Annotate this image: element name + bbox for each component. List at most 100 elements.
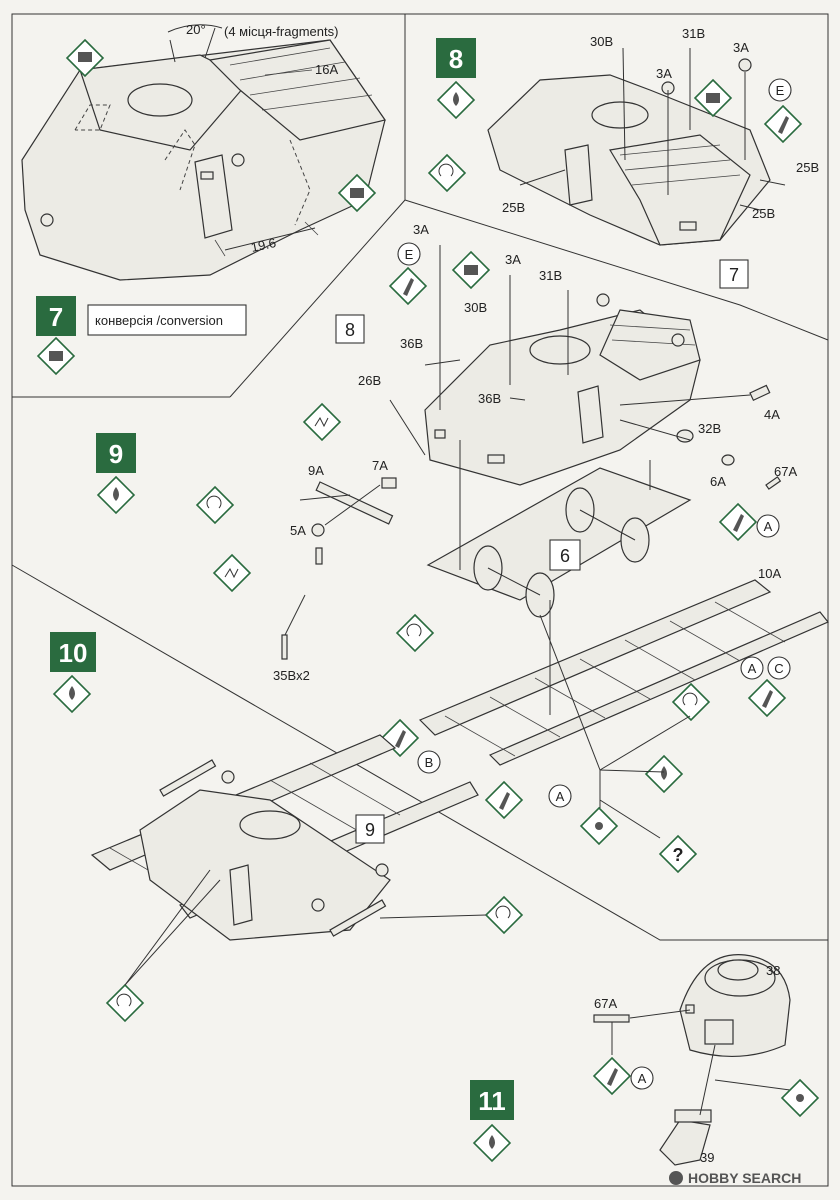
paint-code-badge	[397, 242, 421, 266]
cut-icon	[693, 78, 733, 118]
paint-code-badge	[767, 656, 791, 680]
step-10-section: 10 9	[50, 632, 524, 1023]
part-5a: 5A	[290, 523, 306, 538]
part-32b: 32B	[698, 421, 721, 436]
arrow-lines	[519, 47, 786, 211]
ref-box	[549, 539, 581, 571]
rotate-icon	[105, 983, 145, 1023]
ref-step-7: 7	[729, 265, 739, 285]
ref-step-9: 9	[365, 820, 375, 840]
decal-icon	[780, 1078, 820, 1118]
ref-box	[355, 814, 385, 844]
part-38: 38	[766, 963, 780, 978]
arrow-lines	[124, 869, 487, 986]
paint-code-e: E	[776, 83, 785, 98]
arrow-lines	[284, 245, 751, 715]
part-26b: 26B	[358, 373, 381, 388]
glue-icon	[644, 754, 684, 794]
small-parts-drawing	[281, 384, 782, 660]
paint-code-badge	[740, 656, 764, 680]
svg-text:?: ?	[673, 845, 684, 865]
rotate-icon	[671, 682, 711, 722]
step-10-assembly-drawing	[90, 734, 479, 941]
paint-icon	[718, 502, 758, 542]
step-8-number: 8	[449, 44, 463, 74]
cut-icon	[65, 38, 105, 78]
step-8-number-badge: 8	[436, 38, 476, 78]
decal-icon	[579, 806, 619, 846]
paint-icon	[484, 780, 524, 820]
step-8-hull-drawing	[487, 58, 771, 246]
question-icon: ?	[658, 834, 698, 874]
angle-label: 20°	[186, 22, 206, 37]
part-35b: 35Bx2	[273, 668, 310, 683]
tweezers-icon	[302, 402, 342, 442]
paint-icon	[592, 1056, 632, 1096]
paint-code-a: A	[638, 1071, 647, 1086]
paint-code-badge	[417, 750, 441, 774]
section-dividers	[11, 13, 829, 1187]
paint-code-b: B	[425, 755, 434, 770]
step-11-number: 11	[478, 1086, 506, 1116]
paint-code-a: A	[556, 789, 565, 804]
glue-icon	[52, 674, 92, 714]
part-3a: 3A	[413, 222, 429, 237]
part-3a: 3A	[505, 252, 521, 267]
part-25b: 25B	[796, 160, 819, 175]
rotate-icon	[195, 485, 235, 525]
dimension-label: 19.6	[250, 235, 278, 255]
part-4a: 4A	[764, 407, 780, 422]
part-36b: 36B	[478, 391, 501, 406]
glue-icon	[436, 80, 476, 120]
step-7-number-badge: 7	[36, 296, 76, 336]
arrow-lines	[611, 1009, 791, 1116]
step-9-section: 9 6	[96, 222, 829, 874]
part-3a: 3A	[733, 40, 749, 55]
step-9-number-badge: 9	[96, 433, 136, 473]
paint-code-badge	[756, 514, 780, 538]
glue-icon	[472, 1123, 512, 1163]
step-9-number: 9	[109, 439, 123, 469]
arrow-lines	[539, 614, 691, 839]
paint-code-a: A	[748, 661, 757, 676]
ref-step-6: 6	[560, 546, 570, 566]
cut-icon	[36, 336, 76, 376]
step-10-number-badge: 10	[50, 632, 96, 672]
rotate-icon	[427, 153, 467, 193]
rotate-icon	[395, 613, 435, 653]
step-7-number: 7	[49, 302, 63, 332]
step-7-section: 20° (4 місця-fragments) 16A 19.6 7 конве…	[21, 22, 386, 376]
part-67a: 67A	[774, 464, 797, 479]
chassis-drawing	[426, 467, 692, 618]
cut-icon	[337, 173, 377, 213]
paint-code-e: E	[405, 247, 414, 262]
part-31b: 31B	[539, 268, 562, 283]
paint-code-badge	[630, 1066, 654, 1090]
ref-step-8: 8	[345, 320, 355, 340]
step-9-hull-drawing	[424, 293, 701, 486]
cut-icon	[451, 250, 491, 290]
part-36b: 36B	[400, 336, 423, 351]
step-11-number-badge: 11	[470, 1080, 514, 1120]
part-7a: 7A	[372, 458, 388, 473]
part-6a: 6A	[710, 474, 726, 489]
part-10a: 10A	[758, 566, 781, 581]
step-10-number: 10	[59, 638, 88, 668]
part-25b: 25B	[502, 200, 525, 215]
paint-icon	[763, 104, 803, 144]
part-31b: 31B	[682, 26, 705, 41]
paint-icon	[388, 266, 428, 306]
turret-drawing	[593, 954, 791, 1166]
paint-code-a: A	[764, 519, 773, 534]
step-8-section: 8 30B 31B 3A 3A	[427, 26, 819, 289]
paint-code-c: C	[774, 661, 783, 676]
rail-track-drawing	[418, 579, 829, 766]
ref-box	[335, 314, 365, 344]
ref-box	[719, 259, 749, 289]
step-11-section: 11 38 67A 39 A	[470, 954, 820, 1166]
paint-icon	[747, 678, 787, 718]
part-30b: 30B	[464, 300, 487, 315]
tweezers-icon	[212, 553, 252, 593]
part-39: 39	[700, 1150, 714, 1165]
